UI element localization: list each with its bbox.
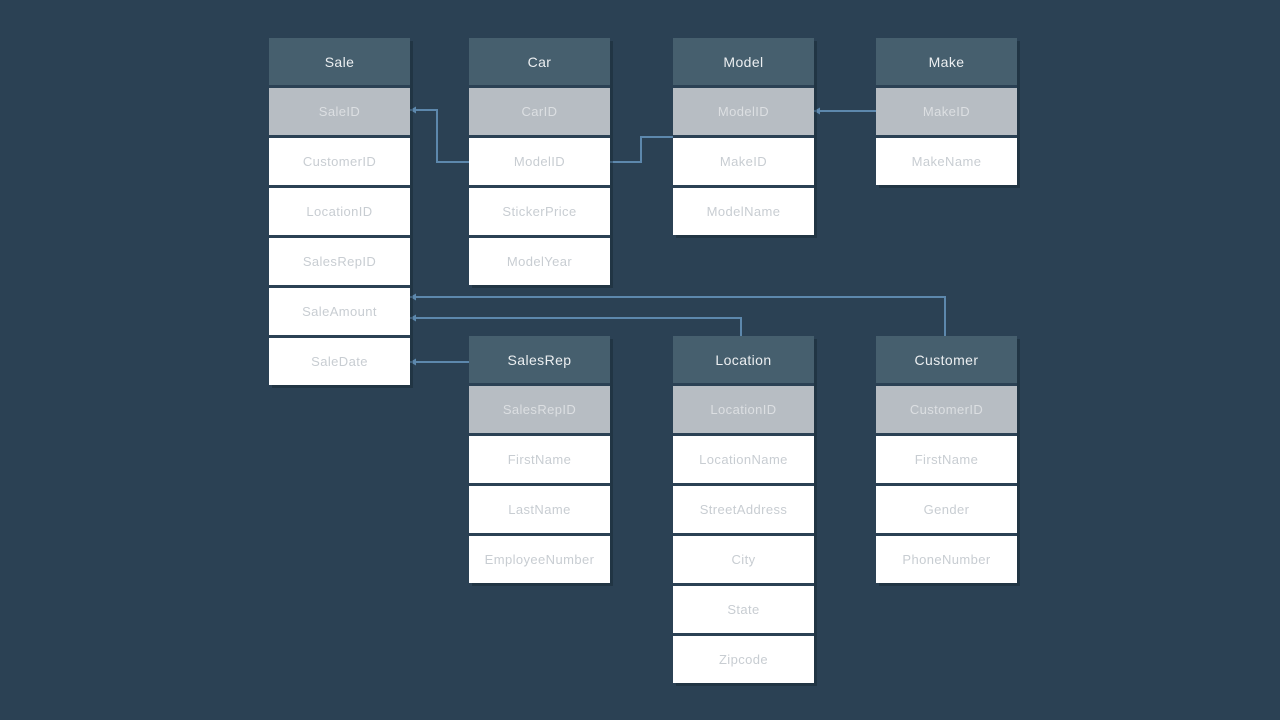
table-row: PhoneNumber <box>876 536 1017 583</box>
table-title: SalesRep <box>469 336 610 383</box>
table-title: Sale <box>269 38 410 85</box>
table-row: StreetAddress <box>673 486 814 533</box>
relationship-arrowhead <box>410 358 416 366</box>
table-title: Make <box>876 38 1017 85</box>
table-row: ModelYear <box>469 238 610 285</box>
table-row: LocationID <box>269 188 410 235</box>
table-row-key: SalesRepID <box>469 386 610 433</box>
table-title: Car <box>469 38 610 85</box>
table-row: StickerPrice <box>469 188 610 235</box>
table-title: Model <box>673 38 814 85</box>
table-row: CustomerID <box>269 138 410 185</box>
relationship-line <box>410 109 469 163</box>
relationship-arrowhead <box>814 107 820 115</box>
table-row-key: CustomerID <box>876 386 1017 433</box>
table-row-key: ModelID <box>673 88 814 135</box>
table-row: SalesRepID <box>269 238 410 285</box>
table-row-key: SaleID <box>269 88 410 135</box>
relationship-line <box>410 317 742 336</box>
table-row: EmployeeNumber <box>469 536 610 583</box>
table-row: ModelID <box>469 138 610 185</box>
table-row: City <box>673 536 814 583</box>
table-row-key: MakeID <box>876 88 1017 135</box>
table-row-key: CarID <box>469 88 610 135</box>
relationship-arrowhead <box>410 314 416 322</box>
table-title: Customer <box>876 336 1017 383</box>
table-row: MakeID <box>673 138 814 185</box>
table-row: State <box>673 586 814 633</box>
table-row: SaleDate <box>269 338 410 385</box>
relationship-line <box>410 296 946 336</box>
table-title: Location <box>673 336 814 383</box>
table-row: LastName <box>469 486 610 533</box>
table-row: LocationName <box>673 436 814 483</box>
table-row: ModelName <box>673 188 814 235</box>
table-row: SaleAmount <box>269 288 410 335</box>
relationship-arrowhead <box>410 293 416 301</box>
table-row: Zipcode <box>673 636 814 683</box>
table-row: MakeName <box>876 138 1017 185</box>
relationship-arrowhead <box>410 106 416 114</box>
table-row-key: LocationID <box>673 386 814 433</box>
table-row: FirstName <box>469 436 610 483</box>
relationship-line <box>610 136 673 163</box>
table-row: Gender <box>876 486 1017 533</box>
table-row: FirstName <box>876 436 1017 483</box>
